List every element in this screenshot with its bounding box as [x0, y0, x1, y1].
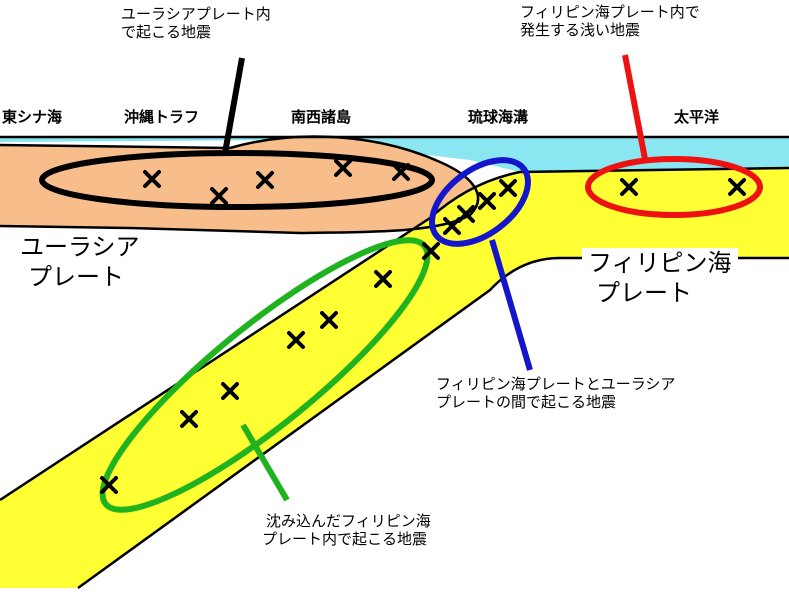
- earthquake-x-mark-icon: [478, 192, 496, 210]
- earthquake-x-mark-icon: [221, 382, 239, 400]
- label-eurasian-plate: ユーラシア プレート: [20, 232, 144, 292]
- philippine-shallow-quake-zone: [585, 156, 763, 218]
- note-interplate-line-1: フィリピン海プレートとユーラシア: [436, 375, 676, 393]
- label-east-china-sea: 東シナ海: [2, 108, 63, 126]
- subducted-pointer-line: [240, 423, 290, 502]
- note-philippine-shallow: フィリピン海プレート内で 発生する浅い地震: [520, 3, 700, 39]
- note-subducted: 沈み込んだフィリピン海 プレート内で起こる地震: [262, 512, 431, 548]
- note-subducted-line-2: プレート内で起こる地震: [262, 530, 428, 548]
- note-eurasian-inside-line-1: ユーラシアプレート内: [121, 5, 271, 23]
- eurasian-quake-zone: [39, 150, 435, 210]
- label-ryukyu-trench: 琉球海溝: [468, 108, 529, 126]
- note-subducted-line-1: 沈み込んだフィリピン海: [266, 512, 431, 530]
- earthquake-x-mark-icon: [100, 476, 118, 494]
- note-interplate: フィリピン海プレートとユーラシア プレートの間で起こる地震: [436, 375, 675, 411]
- sea: [0, 137, 789, 172]
- interplate-pointer-line: [489, 239, 533, 371]
- earthquake-x-mark-icon: [287, 331, 305, 349]
- earthquake-x-mark-icon: [143, 170, 161, 188]
- philippine-shallow-pointer-line: [622, 54, 648, 160]
- earthquake-x-mark-icon: [210, 187, 228, 205]
- earthquake-x-mark-icon: [392, 163, 410, 181]
- note-interplate-line-2: プレートの間で起こる地震: [436, 393, 617, 411]
- philippine-plate-line-2: プレート: [596, 279, 692, 307]
- earthquake-x-mark-icon: [443, 217, 461, 235]
- eurasian-pointer-line: [222, 57, 245, 154]
- philippine-plate-line-1: フィリピン海: [588, 249, 732, 277]
- earthquake-x-mark-icon: [422, 242, 440, 260]
- interplate-quake-zone: [429, 157, 531, 247]
- eurasian-plate-line-2: プレート: [28, 263, 124, 291]
- earthquake-x-mark-icon: [374, 270, 392, 288]
- note-eurasian-inside-line-2: で起こる地震: [121, 23, 212, 41]
- earthquake-x-mark-icon: [499, 179, 517, 197]
- earthquake-x-mark-icon: [620, 178, 638, 196]
- earthquake-x-mark-icon: [728, 178, 746, 196]
- label-okinawa-trough: 沖縄トラフ: [124, 108, 200, 126]
- note-eurasian-inside: ユーラシアプレート内 で起こる地震: [121, 5, 271, 41]
- earthquake-x-mark-icon: [256, 171, 274, 189]
- earthquake-x-mark-icon: [457, 205, 475, 223]
- label-philippine-plate: フィリピン海 プレート: [582, 248, 738, 308]
- label-pacific-ocean: 太平洋: [674, 108, 720, 126]
- earthquake-markers: [100, 159, 746, 494]
- note-philippine-shallow-line-1: フィリピン海プレート内で: [520, 3, 700, 21]
- label-nansei-islands: 南西諸島: [291, 108, 352, 126]
- earthquake-x-mark-icon: [320, 311, 338, 329]
- earthquake-x-mark-icon: [334, 159, 352, 177]
- earthquake-x-mark-icon: [180, 410, 198, 428]
- eurasian-plate-line-1: ユーラシア: [20, 233, 140, 261]
- note-philippine-shallow-line-2: 発生する浅い地震: [520, 21, 641, 39]
